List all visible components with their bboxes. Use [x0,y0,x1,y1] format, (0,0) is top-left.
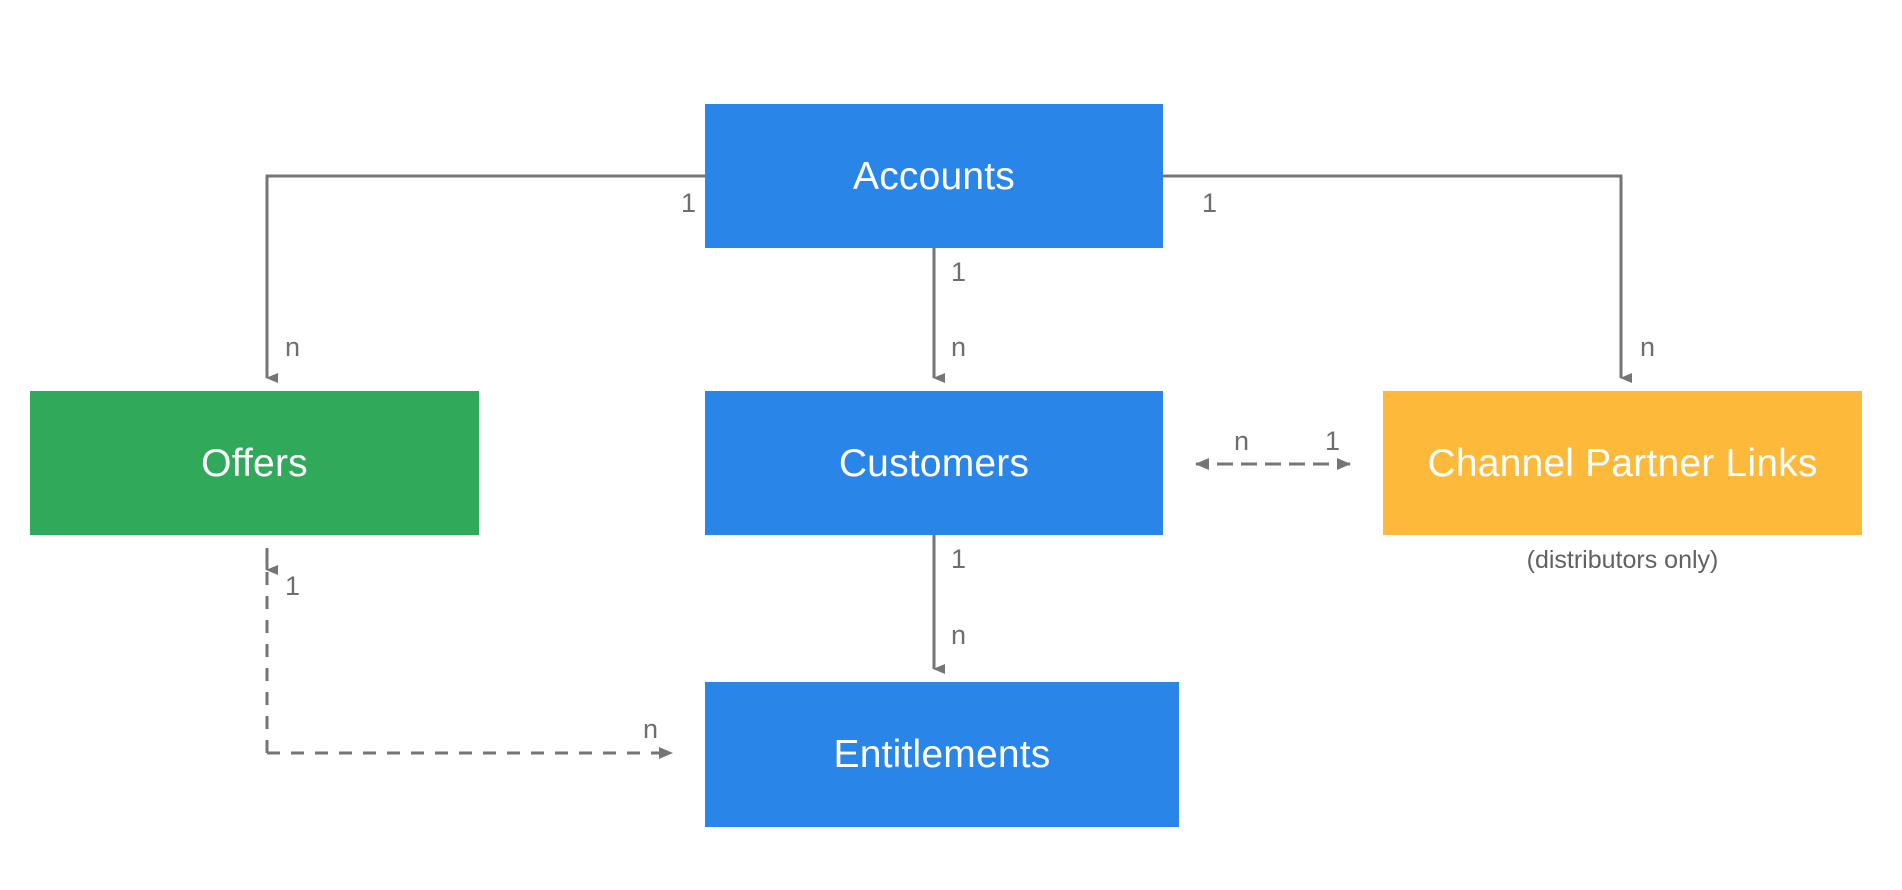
node-customers[interactable]: Customers [705,391,1163,535]
edge-label-customers-channel-one: 1 [1325,426,1341,456]
node-channel-partner-links-label: Channel Partner Links [1427,441,1818,485]
node-entitlements-label: Entitlements [833,733,1051,776]
edge-label-offers-entitlements-many: n [643,714,659,744]
edge-label-accounts-customers-one: 1 [951,257,967,287]
node-accounts-label: Accounts [852,154,1016,198]
node-accounts[interactable]: Accounts [705,104,1163,248]
node-entitlements[interactable]: Entitlements [705,682,1179,827]
edge-label-accounts-customers-many: n [951,332,967,362]
edge-accounts-channel [1163,174,1632,383]
edge-label-customers-entitlements-one: 1 [951,544,967,574]
edge-label-accounts-offers-one: 1 [681,188,697,218]
node-customers-label: Customers [838,441,1030,485]
node-channel-partner-links[interactable]: Channel Partner Links [1383,391,1862,535]
edge-label-accounts-channel-one: 1 [1202,188,1218,218]
edge-label-accounts-channel-many: n [1640,332,1656,362]
edge-accounts-offers [265,174,705,383]
node-offers[interactable]: Offers [30,391,479,535]
node-channel-partner-links-caption: (distributors only) [1526,546,1719,574]
edge-label-accounts-offers-many: n [285,332,301,362]
edge-label-offers-entitlements-one: 1 [285,571,301,601]
edge-offers-entitlements [265,548,673,759]
edge-label-customers-channel-many: n [1234,426,1250,456]
edge-label-customers-entitlements-many: n [951,620,967,650]
node-offers-label: Offers [201,441,308,485]
